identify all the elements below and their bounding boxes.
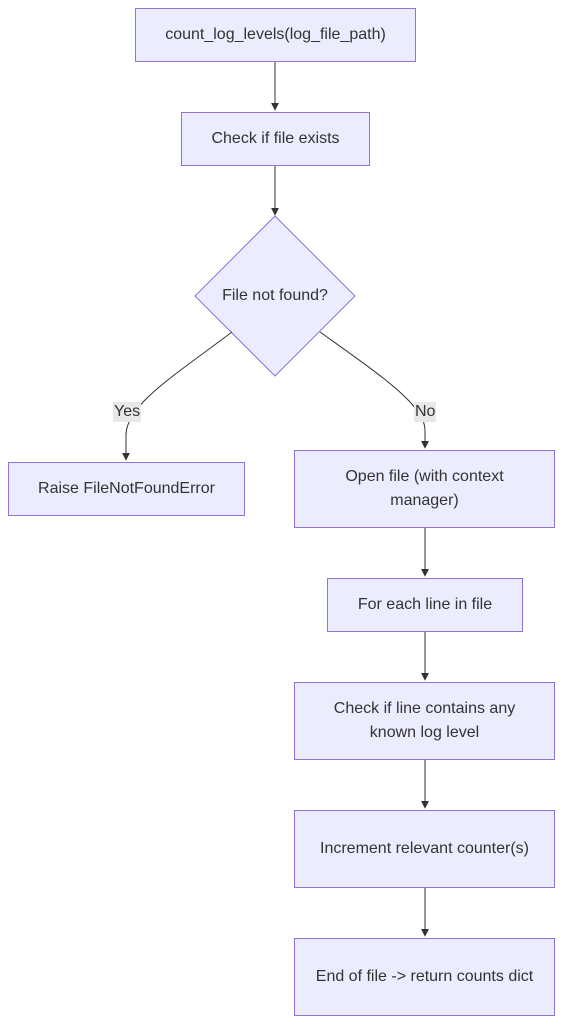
start-node: count_log_levels(log_file_path) <box>135 8 416 62</box>
no-edge-label: No <box>414 402 437 422</box>
decision-diamond <box>194 215 356 377</box>
for-each-line-node: For each line in file <box>327 578 523 632</box>
end-return-node: End of file -> return counts dict <box>294 938 555 1016</box>
raise-error-node: Raise FileNotFoundError <box>8 462 245 516</box>
check-log-level-node: Check if line contains any known log lev… <box>294 682 555 760</box>
yes-edge-label: Yes <box>113 402 142 422</box>
edge-yes <box>122 331 233 461</box>
increment-counter-node: Increment relevant counter(s) <box>294 810 555 888</box>
edge-no <box>319 331 429 449</box>
open-file-node: Open file (with context manager) <box>294 450 555 528</box>
check-file-exists-node: Check if file exists <box>181 112 370 166</box>
file-not-found-decision-label: File not found? <box>222 287 328 304</box>
